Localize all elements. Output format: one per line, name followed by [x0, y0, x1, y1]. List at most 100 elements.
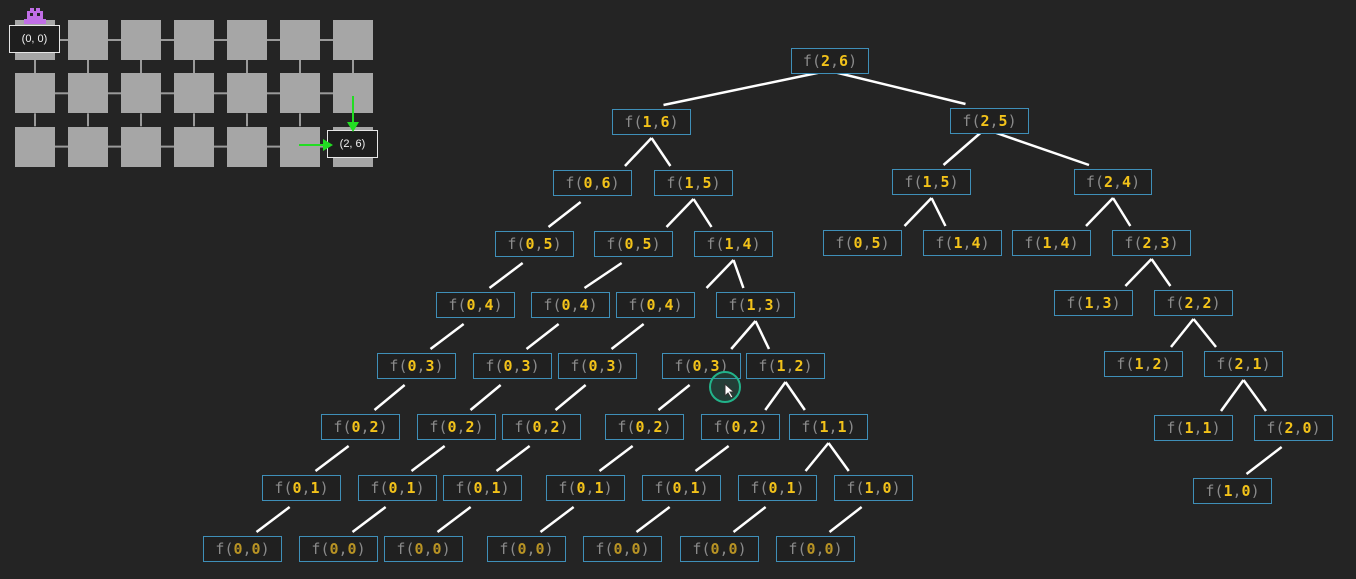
- close-paren: ): [441, 540, 451, 558]
- function-name: f: [801, 418, 811, 436]
- arg-separator: ,: [651, 113, 661, 131]
- col-arg: 4: [664, 296, 674, 314]
- call-node: f(0, 3): [662, 353, 741, 379]
- col-arg: 6: [601, 174, 611, 192]
- arg-separator: ,: [785, 357, 795, 375]
- close-paren: ): [949, 173, 959, 191]
- tree-edge: [547, 201, 582, 228]
- grid-cell: [280, 73, 320, 114]
- call-node: f(2, 2): [1154, 290, 1233, 316]
- row-arg: 1: [746, 296, 756, 314]
- start-cell-label: (0, 0): [9, 25, 60, 53]
- open-paren: (: [663, 479, 673, 497]
- arg-separator: ,: [570, 296, 580, 314]
- function-name: f: [692, 540, 702, 558]
- open-paren: (: [1125, 355, 1135, 373]
- open-paren: (: [675, 174, 685, 192]
- close-paren: ): [474, 418, 484, 436]
- tree-edge: [495, 445, 531, 472]
- col-arg: 4: [1060, 234, 1070, 252]
- call-node: f(2, 4): [1074, 169, 1152, 195]
- close-paren: ): [378, 418, 388, 436]
- open-paren: (: [626, 418, 636, 436]
- function-name: f: [543, 296, 553, 314]
- function-name: f: [802, 52, 812, 70]
- grid-cell: [68, 20, 108, 60]
- arg-separator: ,: [644, 418, 654, 436]
- function-name: f: [274, 479, 284, 497]
- tree-edge: [754, 320, 771, 350]
- tree-edge: [903, 197, 933, 227]
- row-arg: 0: [233, 540, 243, 558]
- row-arg: 1: [776, 357, 786, 375]
- grid-cell: [333, 20, 373, 60]
- tree-edge: [1150, 258, 1172, 287]
- col-arg: 5: [642, 235, 652, 253]
- call-node: f(1, 6): [612, 109, 691, 135]
- close-paren: ): [651, 235, 661, 253]
- call-node: f(2, 6): [791, 48, 869, 74]
- col-arg: 4: [1122, 173, 1132, 191]
- row-arg: 1: [864, 479, 874, 497]
- arg-separator: ,: [989, 112, 999, 130]
- row-arg: 0: [473, 479, 483, 497]
- function-name: f: [1024, 234, 1034, 252]
- arg-separator: ,: [416, 357, 426, 375]
- arg-separator: ,: [301, 479, 311, 497]
- call-node: f(1, 4): [923, 230, 1002, 256]
- col-arg: 4: [579, 296, 589, 314]
- grid-cell: [68, 126, 108, 167]
- function-name: f: [455, 479, 465, 497]
- call-node: f(0, 0): [299, 536, 378, 562]
- arg-separator: ,: [1093, 294, 1103, 312]
- open-paren: (: [320, 540, 330, 558]
- tree-edge: [1124, 258, 1153, 287]
- row-arg: 0: [532, 418, 542, 436]
- function-name: f: [835, 234, 845, 252]
- arg-separator: ,: [733, 235, 743, 253]
- call-node: f(1, 5): [892, 169, 971, 195]
- arg-separator: ,: [360, 418, 370, 436]
- function-name: f: [370, 479, 380, 497]
- arg-separator: ,: [534, 235, 544, 253]
- arg-separator: ,: [719, 540, 729, 558]
- open-paren: (: [615, 235, 625, 253]
- close-paren: ): [751, 235, 761, 253]
- close-paren: ): [260, 540, 270, 558]
- close-paren: ): [530, 357, 540, 375]
- open-paren: (: [1275, 419, 1285, 437]
- row-arg: 0: [806, 540, 816, 558]
- function-name: f: [448, 296, 458, 314]
- arg-separator: ,: [423, 540, 433, 558]
- close-paren: ): [1131, 173, 1141, 191]
- open-paren: (: [405, 540, 415, 558]
- function-name: f: [788, 540, 798, 558]
- close-paren: ): [434, 357, 444, 375]
- function-name: f: [333, 418, 343, 436]
- close-paren: ): [1211, 294, 1221, 312]
- close-paren: ): [711, 174, 721, 192]
- close-paren: ): [356, 540, 366, 558]
- open-paren: (: [379, 479, 389, 497]
- col-arg: 0: [347, 540, 357, 558]
- open-paren: (: [552, 296, 562, 314]
- row-arg: 0: [414, 540, 424, 558]
- tree-edge: [732, 506, 767, 533]
- call-node: f(0, 1): [738, 475, 817, 501]
- tree-edge: [942, 131, 983, 166]
- call-node: f(0, 4): [436, 292, 515, 318]
- col-arg: 5: [998, 112, 1008, 130]
- tree-edge: [930, 197, 947, 227]
- row-arg: 1: [922, 173, 932, 191]
- row-arg: 0: [768, 479, 778, 497]
- function-name: f: [499, 540, 509, 558]
- function-name: f: [935, 234, 945, 252]
- col-arg: 1: [1202, 419, 1212, 437]
- col-arg: 0: [824, 540, 834, 558]
- arg-separator: ,: [592, 174, 602, 192]
- close-paren: ): [552, 235, 562, 253]
- call-node: f(0, 0): [583, 536, 662, 562]
- row-arg: 1: [819, 418, 829, 436]
- row-arg: 1: [1134, 355, 1144, 373]
- call-node: f(1, 4): [694, 231, 773, 257]
